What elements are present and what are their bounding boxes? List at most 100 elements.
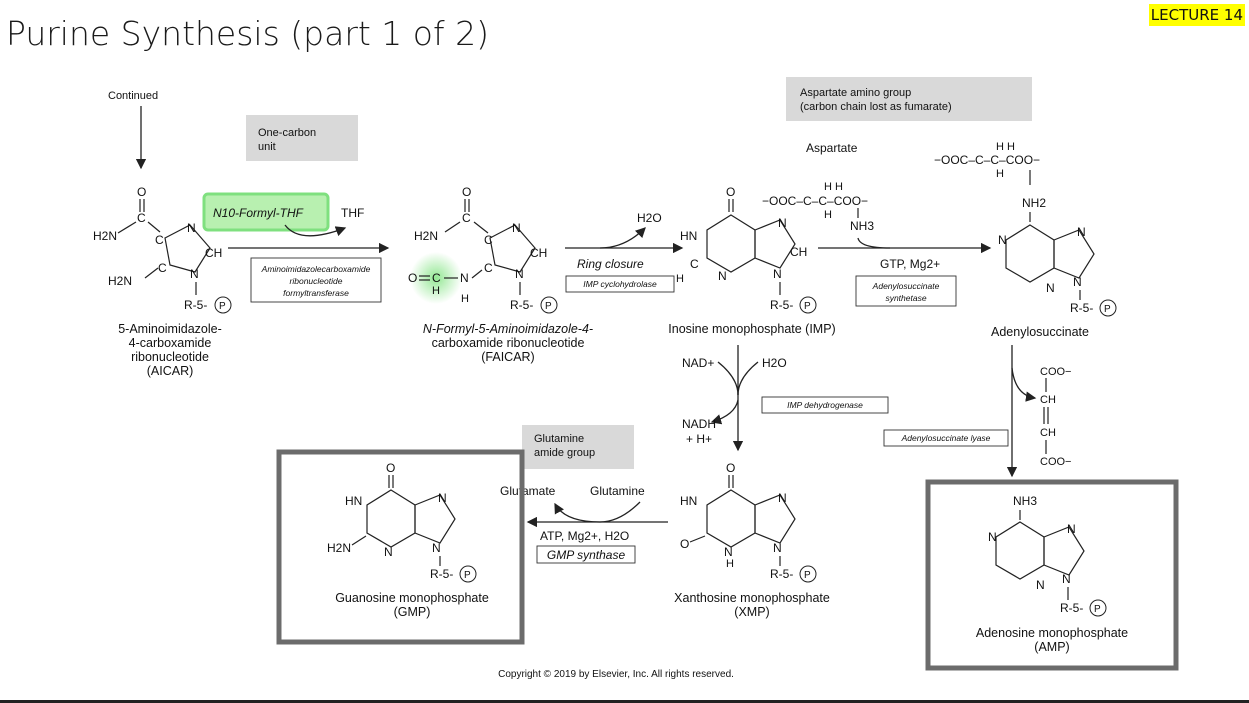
- svg-text:Aspartate amino group: Aspartate amino group: [800, 87, 911, 99]
- svg-text:N: N: [998, 233, 1007, 247]
- svg-text:(AICAR): (AICAR): [147, 364, 194, 378]
- svg-text:(carbon chain lost as fumarate: (carbon chain lost as fumarate): [800, 101, 952, 113]
- svg-text:O: O: [462, 185, 471, 199]
- svg-text:H: H: [676, 273, 684, 285]
- svg-text:C: C: [484, 233, 493, 247]
- continued-label: Continued: [108, 90, 158, 102]
- svg-text:Glutamine: Glutamine: [534, 433, 584, 445]
- svg-text:C: C: [137, 211, 146, 225]
- svg-text:H2N: H2N: [108, 274, 132, 288]
- svg-text:NH2: NH2: [1022, 196, 1046, 210]
- imp-structure: O HN C H N N CH N R-5- P: [676, 185, 817, 314]
- svg-text:H2N: H2N: [93, 229, 117, 243]
- svg-text:synthetase: synthetase: [885, 293, 926, 303]
- svg-text:H: H: [461, 293, 469, 305]
- svg-text:R-5-: R-5-: [510, 298, 533, 312]
- svg-text:−OOC–C–C–COO−: −OOC–C–C–COO−: [934, 153, 1040, 167]
- svg-text:N: N: [1062, 572, 1071, 586]
- svg-text:CH: CH: [790, 245, 807, 259]
- svg-text:One-carbon: One-carbon: [258, 127, 316, 139]
- svg-text:N: N: [515, 267, 524, 281]
- gmp-structure: O HN H2N N N N R-5- P: [327, 461, 477, 583]
- svg-text:Aminoimidazolecarboxamide: Aminoimidazolecarboxamide: [261, 264, 371, 274]
- svg-text:amide group: amide group: [534, 447, 595, 459]
- transformylase-enzyme: Aminoimidazolecarboxamide ribonucleotide…: [250, 257, 382, 303]
- svg-text:N: N: [1077, 225, 1086, 239]
- svg-text:P: P: [804, 301, 811, 312]
- svg-text:Adenosine monophosphate: Adenosine monophosphate: [976, 626, 1128, 640]
- svg-text:N: N: [773, 267, 782, 281]
- svg-text:Adenylosuccinate: Adenylosuccinate: [872, 281, 940, 291]
- svg-text:Guanosine monophosphate: Guanosine monophosphate: [335, 591, 489, 605]
- svg-text:CH: CH: [1040, 394, 1056, 406]
- glutamine-to-glutamate-arrow: [554, 501, 641, 523]
- svg-text:N: N: [773, 541, 782, 555]
- svg-text:N: N: [1046, 281, 1055, 295]
- thf-release-arrow: [284, 224, 347, 237]
- fumarate-release-arrow: [1011, 367, 1037, 402]
- svg-text:Aspartate: Aspartate: [806, 141, 858, 155]
- svg-text:C: C: [690, 257, 699, 271]
- svg-text:ribonucleotide: ribonucleotide: [290, 276, 343, 286]
- svg-text:P: P: [1104, 304, 1111, 315]
- svg-text:C: C: [158, 261, 167, 275]
- svg-text:N: N: [384, 545, 393, 559]
- svg-text:N: N: [432, 541, 441, 555]
- thf-label: THF: [341, 206, 364, 220]
- svg-text:IMP cyclohydrolase: IMP cyclohydrolase: [583, 279, 657, 289]
- svg-text:R-5-: R-5-: [770, 567, 793, 581]
- svg-text:R-5-: R-5-: [184, 298, 207, 312]
- svg-text:(GMP): (GMP): [394, 605, 431, 619]
- svg-text:H: H: [726, 558, 734, 570]
- svg-text:N: N: [190, 267, 199, 281]
- adenylosuccinate-synthetase-enzyme: Adenylosuccinate synthetase: [855, 275, 957, 307]
- svg-text:carboxamide ribonucleotide: carboxamide ribonucleotide: [432, 336, 585, 350]
- h2o-in-arrow: [737, 361, 759, 396]
- svg-text:N: N: [724, 545, 733, 559]
- slide-bottom-border: [0, 700, 1249, 703]
- one-carbon-box: One-carbon unit: [246, 115, 358, 161]
- svg-text:N: N: [1036, 578, 1045, 592]
- svg-text:O: O: [137, 185, 146, 199]
- svg-text:H2N: H2N: [414, 229, 438, 243]
- xmp-label: Xanthosine monophosphate (XMP): [674, 591, 830, 619]
- svg-text:Adenylosuccinate lyase: Adenylosuccinate lyase: [901, 433, 991, 443]
- svg-text:N: N: [778, 491, 787, 505]
- h2o-release-arrow: [599, 227, 646, 249]
- svg-text:P: P: [804, 570, 811, 581]
- xmp-structure: O HN O N H N N R-5- P: [680, 461, 817, 583]
- svg-text:HN: HN: [680, 229, 697, 243]
- adenylosuccinate-lyase-enzyme: Adenylosuccinate lyase: [883, 429, 1009, 447]
- svg-text:C: C: [155, 233, 164, 247]
- svg-text:P: P: [219, 301, 226, 312]
- slide-title: Purine Synthesis (part 1 of 2): [6, 14, 489, 53]
- gtp-mg-label: GTP, Mg2+: [880, 257, 940, 271]
- glutamine-amide-box: Glutamine amide group: [522, 425, 634, 469]
- atp-mg-h2o-label: ATP, Mg2+, H2O: [540, 529, 629, 543]
- svg-text:O: O: [408, 271, 417, 285]
- aicar-label: 5-Aminoimidazole- 4-carboxamide ribonucl…: [118, 322, 222, 378]
- gmp-label: Guanosine monophosphate (GMP): [335, 591, 489, 619]
- fumarate-structure: COO− CH CH COO−: [1040, 366, 1071, 468]
- h2o-input-label: H2O: [762, 356, 787, 370]
- faicar-label: N-Formyl-5-Aminoimidazole-4- carboxamide…: [423, 322, 593, 364]
- svg-text:CH: CH: [205, 246, 222, 260]
- svg-text:(XMP): (XMP): [734, 605, 769, 619]
- svg-text:H: H: [432, 285, 440, 297]
- formyl-thf-label: N10-Formyl-THF: [213, 206, 304, 220]
- svg-text:R-5-: R-5-: [1060, 601, 1083, 615]
- amp-highlight-box: [925, 479, 1179, 671]
- svg-text:HN: HN: [345, 494, 362, 508]
- svg-text:HN: HN: [680, 494, 697, 508]
- h2o-release-label: H2O: [637, 211, 662, 225]
- svg-text:(AMP): (AMP): [1034, 640, 1069, 654]
- ring-closure-label: Ring closure: [577, 257, 644, 271]
- glutamate-label: Glutamate: [500, 484, 556, 498]
- adenylosuccinate-structure: −OOC–C–C–COO− H H H NH2 N N N N R-5- P: [934, 141, 1117, 317]
- svg-text:P: P: [1094, 604, 1101, 615]
- h-plus-label: + H+: [686, 432, 712, 446]
- svg-text:IMP dehydrogenase: IMP dehydrogenase: [787, 400, 863, 410]
- svg-text:N: N: [1073, 275, 1082, 289]
- aspartate-in-arrow: [857, 237, 891, 249]
